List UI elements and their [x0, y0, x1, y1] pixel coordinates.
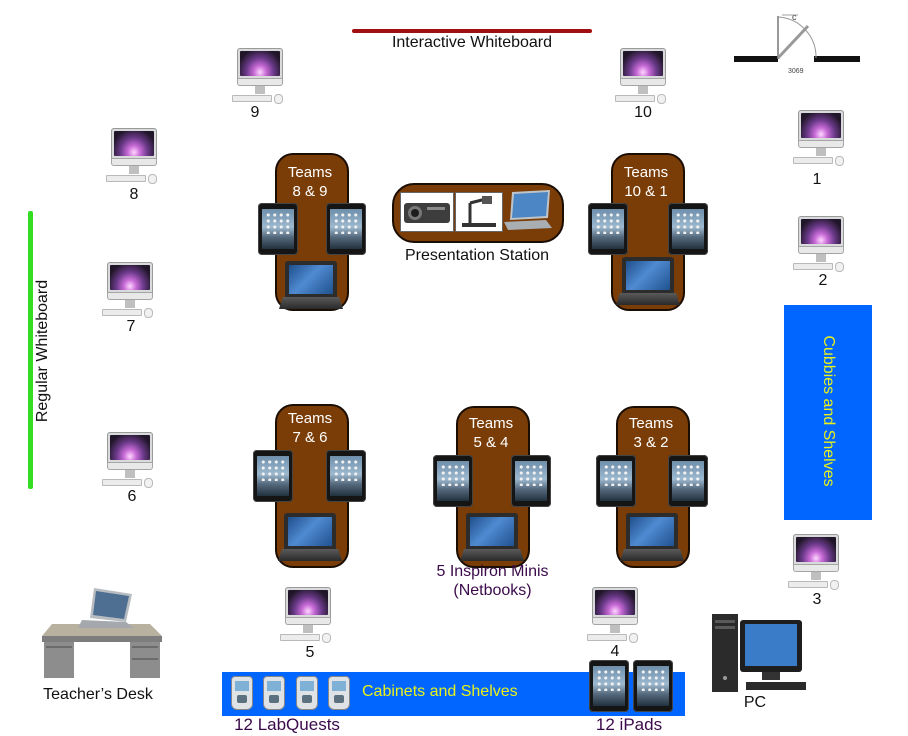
team-table-8-9-line1: Teams	[287, 164, 333, 181]
svg-text:c: c	[792, 12, 797, 22]
labquest-icon	[296, 676, 318, 710]
ipad-icon	[668, 203, 708, 255]
interactive-whiteboard-label: Interactive Whiteboard	[391, 34, 553, 51]
ipad-icon	[589, 660, 629, 712]
cubbies-and-shelves	[784, 305, 872, 520]
ipads-label: 12 iPads	[595, 715, 663, 734]
pc-tower-icon	[710, 612, 810, 694]
ipad-icon	[253, 450, 293, 502]
desk-icon	[38, 584, 166, 680]
imac-icon	[106, 128, 157, 184]
door-icon: c 3069	[732, 12, 862, 80]
computer-8-label: 8	[129, 186, 139, 203]
cabinets-and-shelves-label: Cabinets and Shelves	[362, 683, 518, 700]
computer-7-label: 7	[126, 318, 136, 335]
imac-icon	[232, 48, 283, 104]
imac-icon	[788, 534, 839, 590]
ipad-icon	[258, 203, 298, 255]
ipad-icon	[633, 660, 673, 712]
door-code: 3069	[788, 68, 804, 75]
computer-3-label: 3	[812, 591, 822, 608]
team-table-7-6-line2: 7 & 6	[292, 429, 328, 446]
regular-whiteboard-bar	[28, 211, 33, 489]
team-table-10-1-line1: Teams	[623, 164, 669, 181]
laptop-icon	[460, 513, 524, 565]
labquest-icon	[263, 676, 285, 710]
ipad-icon	[668, 455, 708, 507]
laptop-icon	[620, 513, 684, 565]
imac-icon	[587, 587, 638, 643]
cubbies-and-shelves-label: Cubbies and Shelves	[820, 335, 837, 487]
document-camera-icon	[455, 192, 503, 232]
laptop-icon	[279, 261, 343, 313]
computer-2-label: 2	[818, 272, 828, 289]
projector-icon	[400, 192, 454, 232]
imac-icon	[793, 110, 844, 166]
laptop-icon	[616, 257, 680, 309]
ipad-icon	[511, 455, 551, 507]
computer-9-label: 9	[250, 104, 260, 121]
computer-10-label: 10	[634, 104, 652, 121]
interactive-whiteboard-bar	[352, 29, 592, 33]
netbooks-label-line1: 5 Inspiron Minis	[436, 563, 549, 580]
labquests-label: 12 LabQuests	[234, 715, 340, 734]
team-table-5-4-line1: Teams	[468, 415, 514, 432]
teachers-desk-label: Teacher’s Desk	[43, 686, 153, 703]
team-table-7-6-line1: Teams	[287, 410, 333, 427]
ipad-icon	[326, 450, 366, 502]
team-table-10-1-line2: 10 & 1	[624, 183, 668, 200]
computer-1-label: 1	[812, 171, 822, 188]
ipad-icon	[596, 455, 636, 507]
ipad-icon	[326, 203, 366, 255]
imac-icon	[102, 262, 153, 318]
computer-4-label: 4	[610, 643, 620, 660]
imac-icon	[102, 432, 153, 488]
team-table-3-2-line2: 3 & 2	[633, 434, 669, 451]
labquest-icon	[328, 676, 350, 710]
labquest-icon	[231, 676, 253, 710]
ipad-icon	[433, 455, 473, 507]
laptop-icon	[502, 188, 554, 232]
regular-whiteboard-label: Regular Whiteboard	[34, 279, 51, 423]
imac-icon	[280, 587, 331, 643]
presentation-station-label: Presentation Station	[404, 247, 550, 264]
laptop-icon	[278, 513, 342, 565]
imac-icon	[615, 48, 666, 104]
imac-icon	[793, 216, 844, 272]
computer-6-label: 6	[127, 488, 137, 505]
ipad-icon	[588, 203, 628, 255]
netbooks-label-line2: (Netbooks)	[453, 582, 532, 599]
pc-label: PC	[743, 694, 767, 711]
team-table-3-2-line1: Teams	[628, 415, 674, 432]
team-table-8-9-line2: 8 & 9	[292, 183, 328, 200]
team-table-5-4-line2: 5 & 4	[473, 434, 509, 451]
computer-5-label: 5	[305, 644, 315, 661]
